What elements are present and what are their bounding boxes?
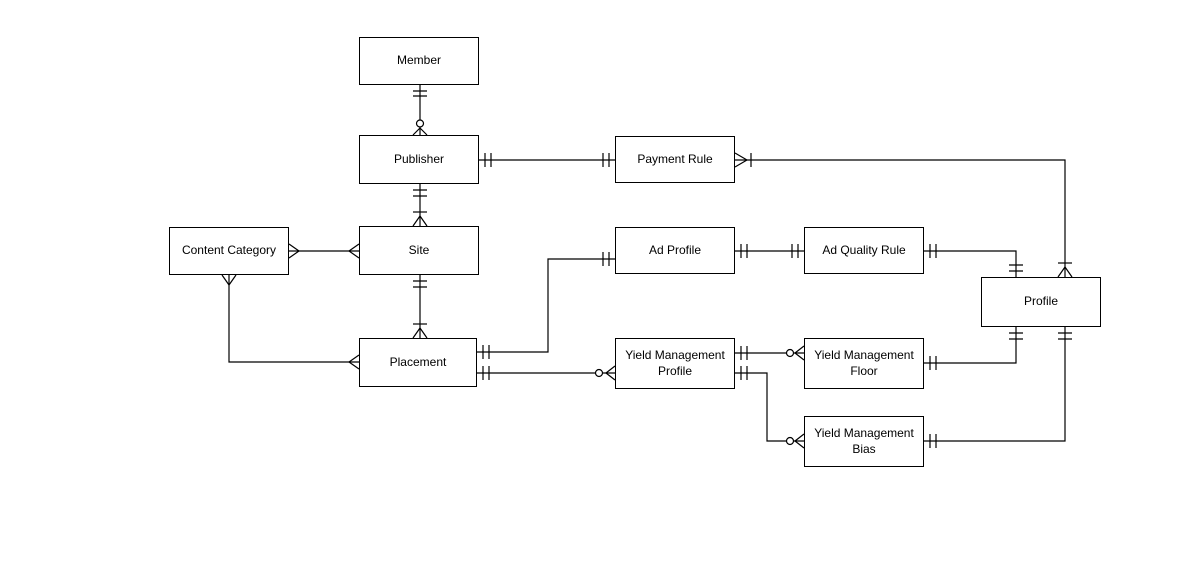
entity-yield-management-profile-label: Yield Management Profile <box>625 347 725 378</box>
connector-line <box>477 258 615 353</box>
entity-yield-management-floor-label: Yield Management Floor <box>814 347 914 378</box>
crowfoot-many-icon <box>794 345 805 361</box>
entity-ad-quality-rule-label: Ad Quality Rule <box>822 242 906 257</box>
connector-line <box>735 372 804 442</box>
connector-publisher-payment-rule <box>479 153 615 167</box>
connector-content-category-placement <box>221 274 360 370</box>
crowfoot-many-icon <box>794 433 805 449</box>
zero-icon <box>785 436 795 446</box>
entity-ad-profile[interactable]: Ad Profile <box>615 227 735 274</box>
exactly-one-icon <box>484 153 492 167</box>
exactly-one-icon <box>1058 332 1072 340</box>
entity-placement-label: Placement <box>389 354 447 369</box>
entity-site[interactable]: Site <box>359 226 479 275</box>
connector-ad-profile-ad-quality-rule <box>735 244 804 258</box>
entity-content-category-label: Content Category <box>181 243 277 258</box>
entity-ad-profile-label: Ad Profile <box>648 242 702 257</box>
exactly-one-icon <box>740 366 748 380</box>
crowfoot-many-icon <box>221 274 237 286</box>
zero-icon <box>594 368 604 378</box>
entity-member[interactable]: Member <box>359 37 479 85</box>
connector-site-placement <box>412 275 428 339</box>
connector-placement-yield-management-profile <box>477 365 616 381</box>
connector-line <box>924 327 1066 442</box>
entity-publisher-label: Publisher <box>393 151 445 166</box>
exactly-one-icon <box>602 252 610 266</box>
entity-yield-management-bias-label: Yield Management Bias <box>814 425 914 456</box>
connector-ym-floor-profile <box>924 327 1023 370</box>
exactly-one-icon <box>413 189 427 197</box>
entity-publisher[interactable]: Publisher <box>359 135 479 184</box>
crowfoot-many-icon <box>348 243 360 259</box>
exactly-one-icon <box>602 153 610 167</box>
exactly-one-icon <box>929 244 937 258</box>
exactly-one-icon <box>929 434 937 448</box>
connector-placement-ad-profile <box>477 252 615 359</box>
entity-yield-management-floor[interactable]: Yield Management Floor <box>804 338 924 389</box>
zero-icon <box>785 348 795 358</box>
entity-member-label: Member <box>396 53 441 68</box>
crowfoot-many-icon <box>412 327 428 339</box>
crowfoot-many-icon <box>1057 266 1073 278</box>
exactly-one-icon <box>1009 332 1023 340</box>
crowfoot-many-icon <box>412 127 428 136</box>
connector-line <box>228 275 359 363</box>
exactly-one-icon <box>740 244 748 258</box>
entity-payment-rule[interactable]: Payment Rule <box>615 136 735 183</box>
entity-placement[interactable]: Placement <box>359 338 477 387</box>
connector-publisher-site <box>412 184 428 227</box>
exactly-one-icon <box>413 90 427 97</box>
connector-ym-profile-ym-floor <box>735 345 805 361</box>
entity-ad-quality-rule[interactable]: Ad Quality Rule <box>804 227 924 274</box>
exactly-one-icon <box>482 366 490 380</box>
connector-line <box>924 327 1017 364</box>
connector-ym-profile-ym-bias <box>735 366 805 449</box>
connector-content-category-site <box>288 243 360 259</box>
crowfoot-many-icon <box>348 354 360 370</box>
entity-site-label: Site <box>408 242 430 257</box>
connector-ym-bias-profile <box>924 327 1072 448</box>
crowfoot-many-icon <box>288 243 300 259</box>
entity-profile[interactable]: Profile <box>981 277 1101 327</box>
connector-payment-rule-profile <box>734 152 1073 278</box>
connector-line <box>924 250 1017 277</box>
exactly-one-icon <box>929 356 937 370</box>
zero-icon <box>415 119 425 128</box>
exactly-one-icon <box>791 244 799 258</box>
entity-yield-management-profile[interactable]: Yield Management Profile <box>615 338 735 389</box>
crowfoot-many-icon <box>734 152 748 168</box>
crowfoot-many-icon <box>605 365 616 381</box>
crowfoot-many-icon <box>412 215 428 227</box>
exactly-one-icon <box>482 345 490 359</box>
entity-payment-rule-label: Payment Rule <box>637 151 713 166</box>
exactly-one-icon <box>740 346 748 360</box>
connector-member-publisher <box>412 85 428 136</box>
connector-line <box>735 159 1066 277</box>
entity-content-category[interactable]: Content Category <box>169 227 289 275</box>
entity-profile-label: Profile <box>1023 294 1058 309</box>
exactly-one-icon <box>413 280 427 288</box>
exactly-one-icon <box>1009 264 1023 272</box>
entity-yield-management-bias[interactable]: Yield Management Bias <box>804 416 924 467</box>
connector-ad-quality-rule-profile <box>924 244 1023 277</box>
